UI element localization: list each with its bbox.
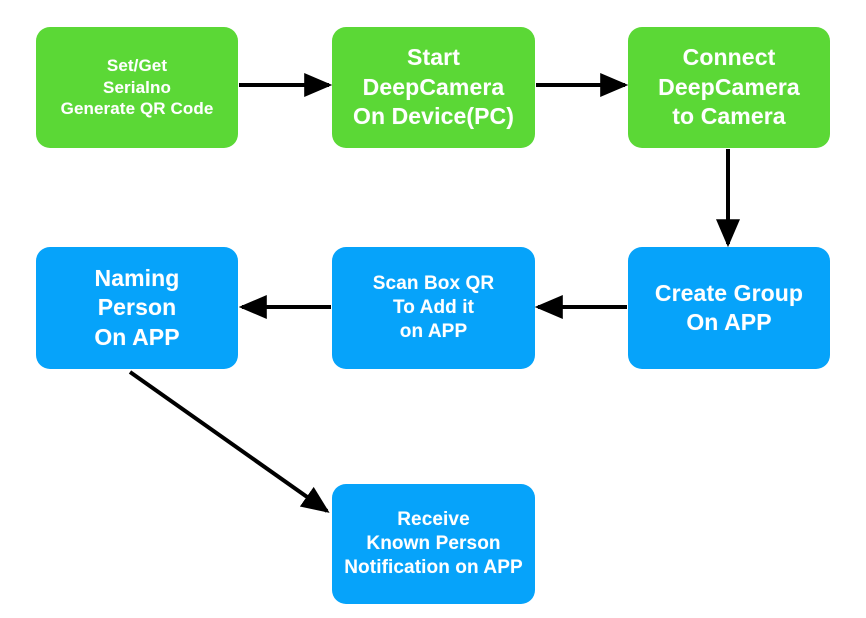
node-receive-known-person-notification[interactable]: Receive Known Person Notification on APP [332, 484, 535, 604]
node-start-deepcamera[interactable]: Start DeepCamera On Device(PC) [332, 27, 535, 148]
node-naming-person[interactable]: Naming Person On APP [36, 247, 238, 369]
node-create-group[interactable]: Create Group On APP [628, 247, 830, 369]
node-set-get-serialno[interactable]: Set/Get Serialno Generate QR Code [36, 27, 238, 148]
node-label: Connect DeepCamera to Camera [658, 44, 800, 130]
node-label: Set/Get Serialno Generate QR Code [60, 55, 214, 119]
node-label: Naming Person On APP [94, 264, 180, 350]
node-label: Start DeepCamera On Device(PC) [352, 44, 515, 130]
node-label: Receive Known Person Notification on APP [344, 508, 523, 579]
node-scan-box-qr[interactable]: Scan Box QR To Add it on APP [332, 247, 535, 369]
edge-naming-to-receive-notif [128, 370, 330, 513]
node-connect-deepcamera[interactable]: Connect DeepCamera to Camera [628, 27, 830, 148]
node-label: Scan Box QR To Add it on APP [372, 272, 495, 343]
node-label: Create Group On APP [654, 279, 804, 335]
